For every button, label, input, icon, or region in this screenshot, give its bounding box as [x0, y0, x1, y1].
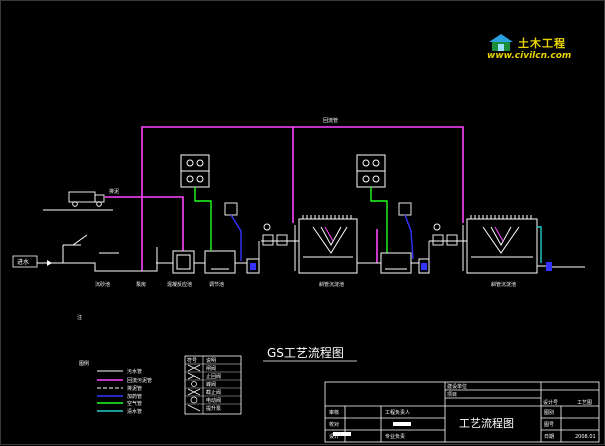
legend-line-label-5: 清水管 — [127, 408, 142, 415]
title-block-left-row-2: 设计 — [329, 433, 339, 440]
title-block-left-row-0: 审核 — [329, 409, 339, 416]
title-block-main-title: 工艺流程图 — [459, 416, 514, 430]
reaction-tank-label: 混凝反应池 — [167, 281, 192, 288]
clarifier-2 — [466, 215, 538, 274]
title-block-left-row-1: 校对 — [329, 421, 339, 428]
legend-symbol-label-0: 闸阀 — [206, 365, 216, 372]
title-block-mid-label: 工程负责人 — [385, 409, 410, 416]
legend-symbol-label-1: 止回阀 — [206, 373, 221, 380]
title-block-date-value: 2008.01 — [575, 434, 596, 440]
legend-symbol-label-2: 蝶阀 — [206, 381, 216, 388]
title-block-right-row-2: 日期 — [544, 434, 554, 440]
title-block-mid-bar — [393, 422, 411, 426]
grit-chamber-label: 沉砂池 — [95, 281, 110, 288]
legend-line-label-4: 空气管 — [127, 400, 142, 407]
legend-lines: 图例 污水管 回流污泥管 排泥管 加药管 空气管 清水管 — [79, 360, 152, 415]
blower-house-1 — [180, 154, 210, 188]
legend-symbols-header-left: 符号 — [187, 357, 197, 364]
mix-tank — [204, 250, 236, 274]
legend-lines-title: 图例 — [79, 360, 89, 367]
title-block-frame — [324, 381, 600, 443]
clarifier-2-label: 斜管沉淀池 — [491, 281, 516, 288]
grit-chamber — [62, 234, 158, 272]
chemical-dosing-2 — [398, 202, 430, 274]
diagram-title: GS工艺流程图 — [267, 345, 344, 360]
chemical-dosing-1 — [224, 202, 260, 274]
title-block-design-no-label: 设计号 — [543, 399, 558, 406]
house-icon — [489, 34, 513, 51]
pipe-label-truck: 排泥 — [109, 188, 119, 195]
filter-1 — [380, 252, 412, 274]
note-mark: 注 — [77, 314, 82, 321]
valve-group-2 — [428, 223, 458, 263]
blower-house-2 — [356, 154, 386, 188]
valve-group-1 — [258, 223, 288, 263]
legend-line-label-1: 回流污泥管 — [127, 377, 152, 384]
legend-line-label-2: 排泥管 — [127, 385, 142, 392]
mix-tank-label: 调节池 — [209, 281, 224, 288]
reaction-tank — [172, 250, 195, 274]
clarifier-1-label: 斜管沉淀池 — [319, 281, 344, 288]
title-block-right-row-1: 图号 — [544, 422, 554, 428]
title-block-project-label: 项目 — [447, 392, 457, 398]
legend-line-label-0: 污水管 — [127, 368, 142, 375]
sludge-return-lines — [105, 126, 464, 271]
pump-station-label: 泵房 — [136, 281, 146, 288]
legend-symbols: 符号 说明 闸阀 止回阀 蝶阀 截止阀 电动阀 提升泵 — [184, 355, 242, 415]
legend-symbol-label-3: 截止阀 — [206, 389, 221, 396]
title-block-right-row-0: 图别 — [544, 409, 554, 416]
clean-water-line — [537, 226, 542, 263]
clarifier-1-pink-mark — [324, 226, 334, 242]
logo-url: www.civilcn.com — [487, 51, 572, 61]
outlet-box — [546, 262, 552, 271]
title-block-left-bar — [333, 432, 351, 436]
title-block-top-label: 建设单位 — [447, 383, 467, 390]
influent-label: 进水 — [17, 258, 29, 266]
clarifier-1 — [298, 215, 358, 274]
legend-symbols-header-right: 说明 — [206, 357, 216, 364]
influent-inlet: 进水 — [12, 255, 52, 268]
legend-symbol-label-4: 电动阀 — [206, 397, 221, 404]
legend-line-label-3: 加药管 — [127, 393, 142, 400]
air-line-2 — [370, 187, 388, 253]
logo-title: 土木工程 — [518, 37, 566, 50]
legend-symbol-label-5: 提升泵 — [206, 405, 221, 412]
legend-symbol-icons — [187, 364, 201, 412]
main-sewage-line — [37, 225, 585, 271]
pipe-label-top: 回流管 — [323, 117, 338, 124]
air-line-1 — [194, 187, 212, 251]
title-block-sheet-label: 工艺图 — [577, 400, 592, 406]
civilcn-logo[interactable]: 土木工程 www.civilcn.com — [485, 31, 577, 65]
title-block-mid-row3: 专业负责 — [385, 433, 405, 440]
truck-icon — [43, 191, 113, 211]
clarifier-2-pink-mark — [494, 226, 504, 242]
